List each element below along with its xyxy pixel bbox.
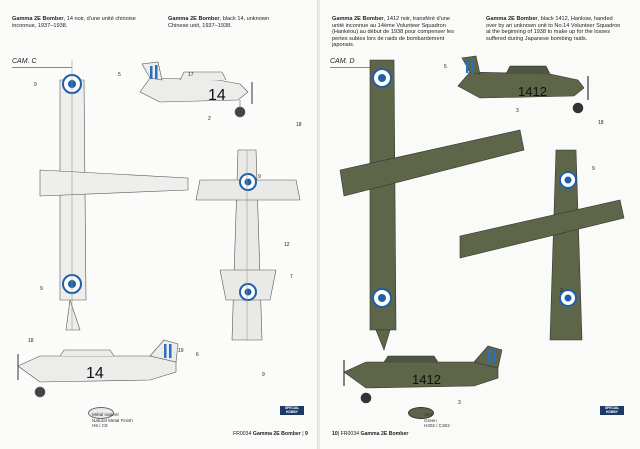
right-plan-view-bottom bbox=[459, 149, 625, 341]
left-page: Gamma 2E Bomber, 14 noir, d'une unité ch… bbox=[0, 0, 318, 449]
left-callout-9: 18 bbox=[28, 338, 34, 344]
left-callout-7: 9 bbox=[40, 286, 43, 292]
camo-label-right: CAM. D bbox=[330, 58, 355, 65]
camo-divider-left bbox=[12, 67, 72, 68]
aircraft-number-left-lower: 14 bbox=[86, 365, 104, 382]
left-callout-2: 9 bbox=[34, 82, 37, 88]
brand-logo-right: SPECIAL HOBBY bbox=[600, 406, 624, 415]
right-callout-5: 3 bbox=[458, 400, 461, 406]
caption-english-left: Gamma 2E Bomber, black 14, unknown Chine… bbox=[168, 16, 270, 29]
footer-right: 10| FR0034 Gamma 2E Bomber bbox=[332, 431, 409, 437]
brand-logo-left: SPECIAL HOBBY bbox=[280, 406, 304, 415]
left-callout-0: 5 bbox=[118, 72, 121, 78]
caption-english-right: Gamma 2E Bomber, black 1412, Hankow, han… bbox=[486, 16, 621, 42]
right-callout-3: 9 bbox=[592, 166, 595, 172]
left-callout-10: 19 bbox=[178, 348, 184, 354]
right-callout-0: 5 bbox=[444, 64, 447, 70]
left-callout-8: 7 bbox=[290, 274, 293, 280]
caption-french-right: Gamma 2E Bomber, 1412 noir, transféré d'… bbox=[332, 16, 454, 49]
book-spine bbox=[317, 0, 321, 449]
right-plan-view-top bbox=[339, 59, 525, 351]
aircraft-number-right-side: 1412 bbox=[518, 84, 547, 99]
right-callout-4: 2 bbox=[560, 288, 563, 294]
footer-left: FR0034 Gamma 2E Bomber | 9 bbox=[233, 431, 308, 437]
left-callout-12: 9 bbox=[262, 372, 265, 378]
camo-divider-right bbox=[330, 67, 390, 68]
left-plan-view-top bbox=[39, 60, 189, 331]
left-callout-4: 18 bbox=[296, 122, 302, 128]
right-aircraft-drawings: 1412 1412 bbox=[339, 55, 625, 406]
legend-swatch-right bbox=[408, 407, 434, 419]
left-plan-view-bottom bbox=[195, 149, 301, 341]
camo-label-left: CAM. C bbox=[12, 58, 37, 65]
right-side-view-bottom: 1412 bbox=[343, 345, 503, 404]
caption-french-left: Gamma 2E Bomber, 14 noir, d'une unité ch… bbox=[12, 16, 136, 29]
left-side-view-top: 14 bbox=[139, 61, 253, 118]
left-aircraft-drawings: 14 bbox=[17, 60, 302, 398]
legend-swatch-left bbox=[88, 407, 114, 419]
left-callout-11: 6 bbox=[196, 352, 199, 358]
aircraft-number-left-side: 14 bbox=[208, 87, 226, 104]
left-side-view-bottom: 14 bbox=[17, 339, 179, 398]
left-callout-6: 12 bbox=[284, 242, 290, 248]
right-side-view-top: 1412 bbox=[457, 55, 589, 114]
right-callout-2: 18 bbox=[598, 120, 604, 126]
left-callout-3: 2 bbox=[208, 116, 211, 122]
left-callout-1: 17 bbox=[188, 72, 194, 78]
right-page: Gamma 2E Bomber, 1412 noir, transféré d'… bbox=[320, 0, 640, 449]
right-callout-1: 3 bbox=[516, 108, 519, 114]
left-callout-5: 9 bbox=[258, 174, 261, 180]
aircraft-number-right-lower: 1412 bbox=[412, 372, 441, 387]
